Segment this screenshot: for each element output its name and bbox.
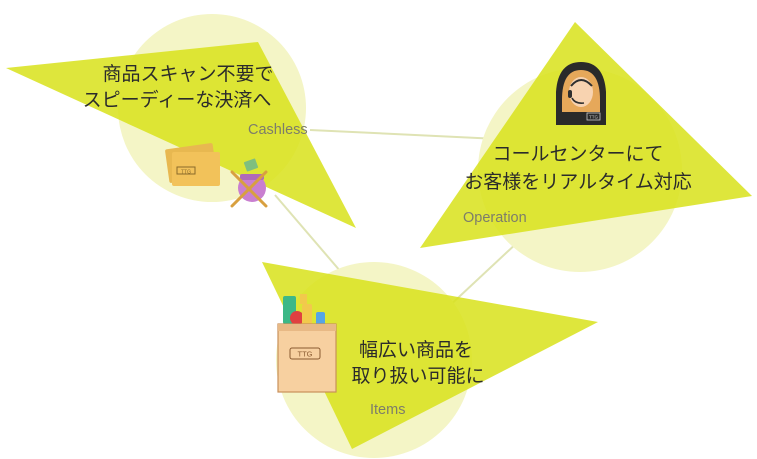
cashless-triangle [6,42,356,228]
cashless-label: Cashless [248,122,308,138]
operation-triangle [420,22,752,248]
grocery-bag-icon: TTG [277,294,337,393]
items-triangle [262,262,598,449]
cashless-text-line1: 商品スキャン不要で [102,63,273,85]
operation-label: Operation [463,210,527,226]
call-center-operator-icon: TTG [556,62,606,125]
items-text-line2: 取り扱い可能に [351,365,484,387]
bag-logo: TTG [298,350,313,359]
operation-text-line1: コールセンターにて [492,143,663,165]
card-logo: TTG [181,170,191,176]
operator-logo: TTG [589,115,598,120]
items-label: Items [370,402,405,418]
items-text-line1: 幅広い商品を [359,339,473,361]
wallet-and-cards-crossed-icon: TTG [165,143,268,208]
operation-text-line2: お客様をリアルタイム対応 [464,171,691,193]
cashless-text-line2: スピーディーな決済へ [83,89,272,111]
